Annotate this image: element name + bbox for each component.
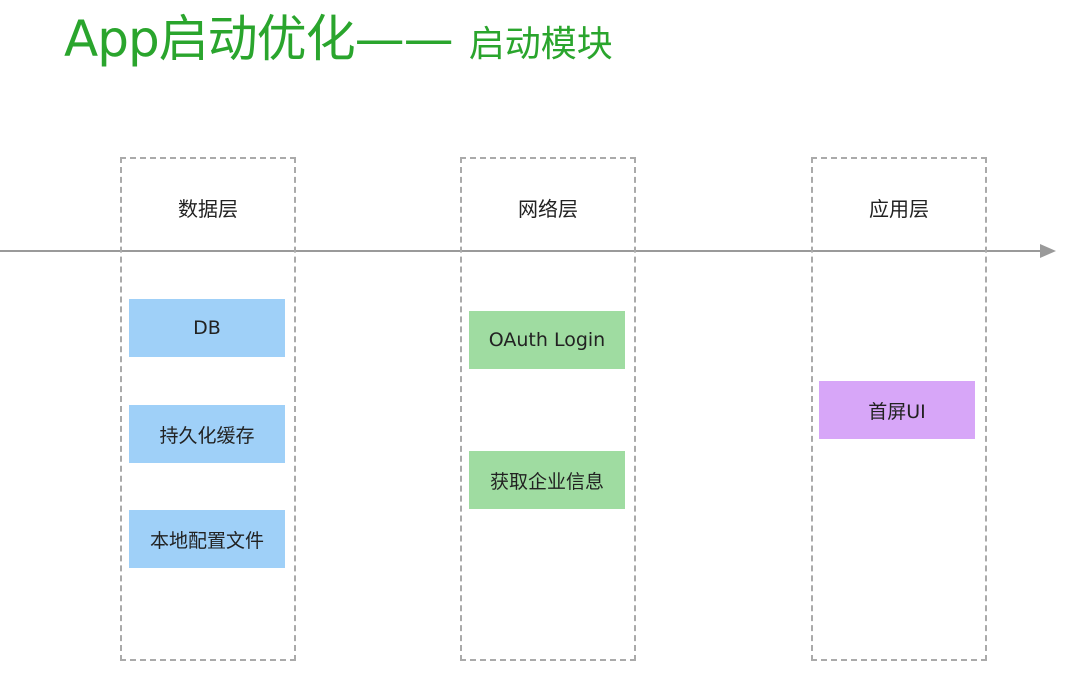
box-persistent-cache: 持久化缓存 [129,405,285,463]
layer-network-title: 网络层 [518,197,578,221]
box-first-screen-ui: 首屏UI [819,381,975,439]
layer-data-title: 数据层 [178,197,238,221]
box-local-config-file: 本地配置文件 [129,510,285,568]
timeline-arrowhead [1040,244,1056,258]
box-fetch-company-info: 获取企业信息 [469,451,625,509]
box-db: DB [129,299,285,357]
title-main: App启动优化—— [64,10,454,68]
layer-data: 数据层 [120,157,296,661]
layer-app: 应用层 [811,157,987,661]
layer-network: 网络层 [460,157,636,661]
title-subtitle: 启动模块 [468,24,613,65]
box-oauth-login: OAuth Login [469,311,625,369]
layer-app-title: 应用层 [869,197,929,221]
page-title: App启动优化——启动模块 [64,14,613,64]
